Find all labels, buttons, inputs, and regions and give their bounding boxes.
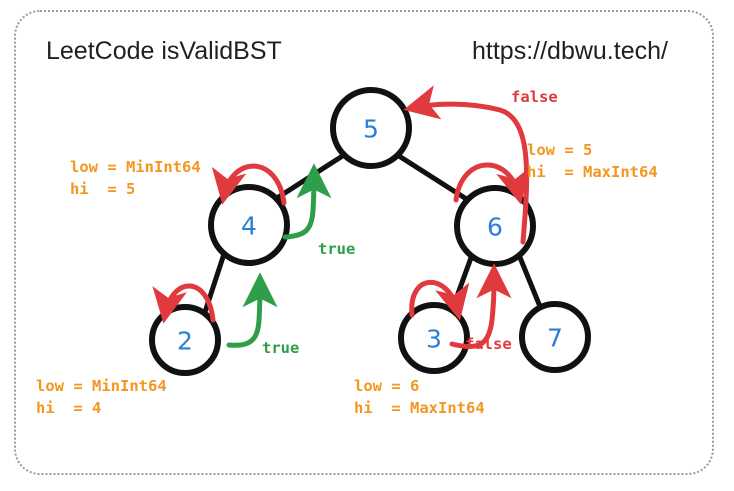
arc-5-to-6 [453, 162, 531, 205]
annotation-node-2-range: low = MinInt64 hi = 4 [36, 377, 167, 417]
arc-6-to-3 [409, 279, 470, 321]
arc-5-to-4 [211, 163, 287, 206]
true-arrow-4-to-5 [282, 163, 332, 240]
edge-5-4 [274, 152, 347, 201]
false-arrow-3-to-6 [449, 263, 512, 350]
annotation-node-4-range: low = MinInt64 hi = 5 [70, 158, 201, 198]
node-circle-2 [149, 304, 221, 376]
edge-6-7 [516, 252, 544, 312]
false-arrow-6-to-5 [403, 85, 530, 245]
annotation-node-6-range: low = 5 hi = MaxInt64 [527, 141, 658, 181]
source-url-text: https://dbwu.tech/ [472, 37, 668, 65]
page-title: LeetCode isValidBST [46, 37, 282, 65]
true-return-arrows [226, 163, 332, 348]
edge-label-false-bottom: false [465, 335, 512, 353]
dotted-frame-border [14, 10, 714, 475]
edge-label-false-top: false [511, 88, 558, 106]
annotation-node-3-range: low = 6 hi = MaxInt64 [354, 377, 485, 417]
arc-4-to-2 [152, 283, 216, 324]
true-arrow-2-to-4 [226, 272, 278, 348]
edge-label-true-lower: true [262, 339, 300, 357]
node-circle-7 [519, 301, 591, 373]
tree-nodes [149, 87, 591, 376]
node-circle-6 [454, 185, 536, 267]
recursion-arrows [152, 162, 531, 324]
node-circle-3 [398, 302, 470, 374]
false-return-arrows [403, 85, 530, 350]
edge-label-true-upper: true [318, 240, 356, 258]
node-circle-5 [330, 87, 412, 169]
node-circle-4 [208, 184, 290, 266]
